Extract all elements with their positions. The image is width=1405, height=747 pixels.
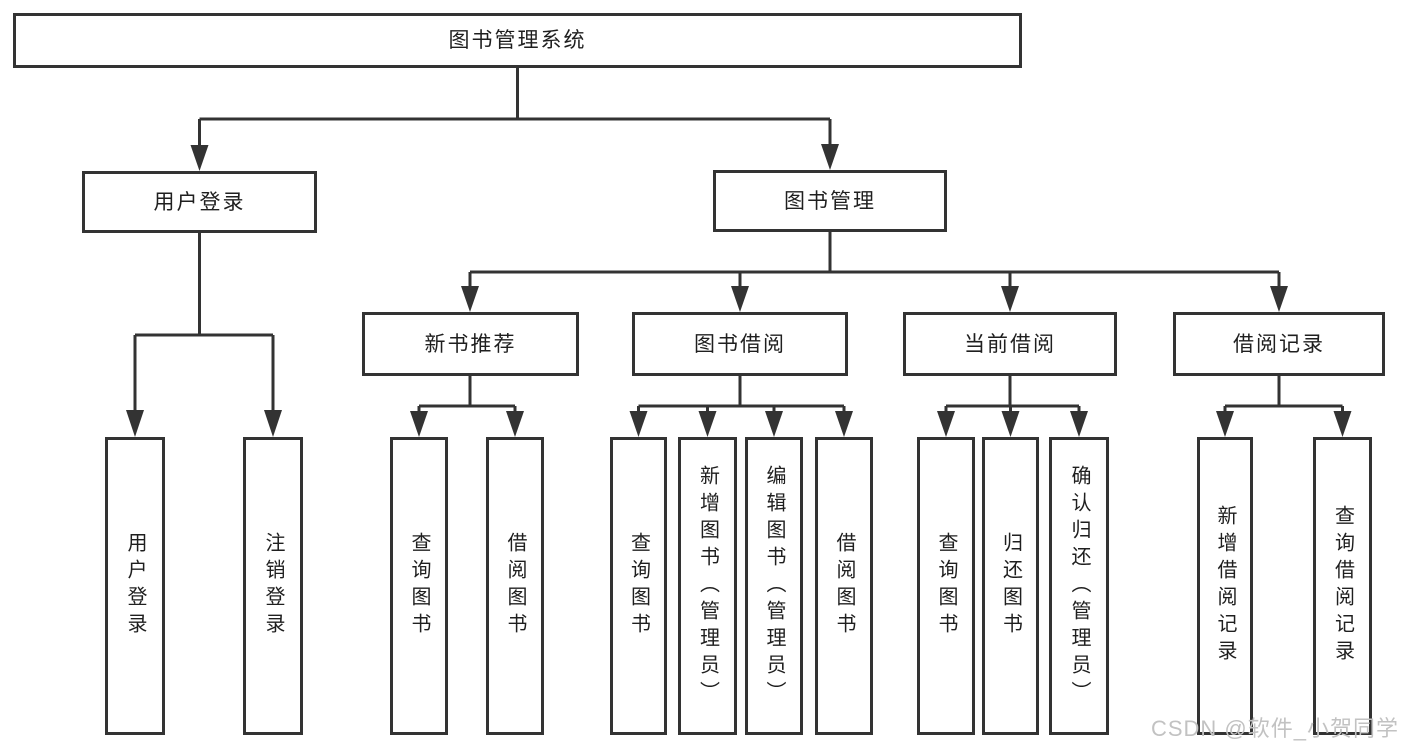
arrow-down-icon [1333,411,1352,437]
arrow-down-icon [461,286,479,312]
connector-new-book-recommend [417,376,517,413]
node-book-management: 图书管理 [713,170,947,232]
connector-borrow-records [1223,376,1344,413]
leaf-recommend-borrow-books: 借阅图书 [486,437,544,735]
arrow-down-icon [1001,411,1020,437]
connector-current-borrow [944,376,1081,413]
node-book-borrow: 图书借阅 [632,312,848,376]
arrow-down-icon [126,410,144,437]
leaf-borrow-query-books: 查询图书 [610,437,667,735]
node-borrow-records: 借阅记录 [1173,312,1385,376]
arrow-down-icon [765,411,783,437]
arrow-down-icon [264,410,282,437]
node-root: 图书管理系统 [13,13,1022,68]
arrow-down-icon [821,144,839,170]
arrow-down-icon [1270,286,1288,312]
arrow-down-icon [410,411,428,437]
arrow-down-icon [190,145,209,171]
leaf-current-query-books: 查询图书 [917,437,975,735]
leaf-borrow-add-books-admin: 新增图书（管理员） [678,437,737,735]
node-user-login: 用户登录 [82,171,317,233]
leaf-borrow-edit-books-admin: 编辑图书（管理员） [745,437,803,735]
connector-user-login [133,233,275,412]
leaf-records-add-record: 新增借阅记录 [1197,437,1253,735]
arrow-down-icon [731,286,749,312]
arrow-down-icon [698,411,717,437]
leaf-logout: 注销登录 [243,437,303,735]
leaf-recommend-query-books: 查询图书 [390,437,448,735]
connector-book-borrow [637,376,846,413]
node-new-book-recommend: 新书推荐 [362,312,579,376]
arrow-down-icon [506,411,524,437]
node-current-borrow: 当前借阅 [903,312,1117,376]
connector-book-management [468,232,1281,288]
arrow-down-icon [1001,286,1019,312]
csdn-watermark: CSDN @软件_小贺同学 [1150,716,1399,741]
connector-root [198,68,832,147]
leaf-borrow-borrow-books: 借阅图书 [815,437,873,735]
arrow-down-icon [629,411,648,437]
arrow-down-icon [937,411,955,437]
leaf-current-confirm-return-admin: 确认归还（管理员） [1049,437,1109,735]
leaf-user-login: 用户登录 [105,437,165,735]
arrow-down-icon [1070,411,1088,437]
leaf-current-return-books: 归还图书 [982,437,1039,735]
leaf-records-query-record: 查询借阅记录 [1313,437,1372,735]
arrow-down-icon [835,411,853,437]
arrow-down-icon [1216,411,1234,437]
